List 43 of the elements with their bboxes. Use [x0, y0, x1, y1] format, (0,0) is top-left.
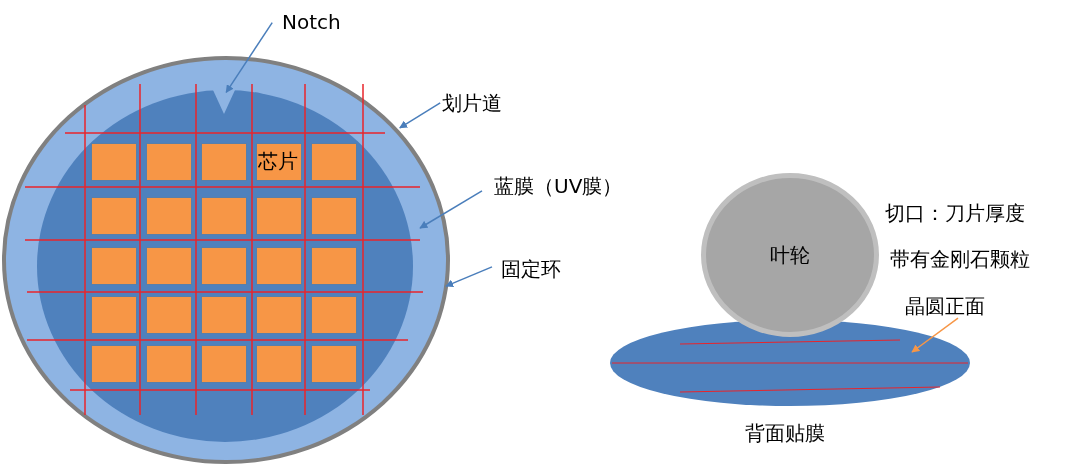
chip-box [256, 247, 302, 285]
chip-box [201, 296, 247, 334]
arrow [225, 21, 273, 94]
chip-box [146, 247, 192, 285]
chip-box [146, 296, 192, 334]
chip-box [201, 197, 247, 235]
chip-box [311, 197, 357, 235]
blade-wheel [701, 173, 879, 337]
chip-box [91, 296, 137, 334]
arrow [399, 102, 441, 129]
shape-label: 叶轮 [770, 241, 810, 269]
callout-text: 蓝膜（UV膜） [494, 173, 623, 200]
chip-box [311, 296, 357, 334]
chip-box [256, 296, 302, 334]
chip-box [311, 143, 357, 181]
chip-box [311, 247, 357, 285]
chip-box [91, 197, 137, 235]
callout-text: 晶圆正面 [905, 293, 985, 320]
caption-text: 切口：刀片厚度 [885, 200, 1025, 227]
chip-box [311, 345, 357, 383]
caption-text: 背面贴膜 [745, 420, 825, 447]
chip-box [201, 247, 247, 285]
caption-text: 带有金刚石颗粒 [890, 246, 1030, 273]
chip-box [146, 143, 192, 181]
chip-box [91, 247, 137, 285]
chip-box [146, 345, 192, 383]
chip-box [256, 143, 302, 181]
arrow [911, 317, 959, 353]
chip-box [91, 345, 137, 383]
callout-text: 划片道 [442, 90, 502, 117]
wafer-ellipse [610, 320, 970, 406]
chip-box [201, 345, 247, 383]
chip-box [201, 143, 247, 181]
chip-box [256, 345, 302, 383]
chip-box [91, 143, 137, 181]
chip-box [256, 197, 302, 235]
notch-shape [213, 90, 235, 114]
arrow [445, 266, 493, 288]
shape-label: 芯片 [258, 148, 298, 175]
callout-text: 固定环 [501, 256, 561, 283]
callout-text: Notch [282, 10, 341, 34]
chip-box [146, 197, 192, 235]
arrow [419, 190, 483, 229]
